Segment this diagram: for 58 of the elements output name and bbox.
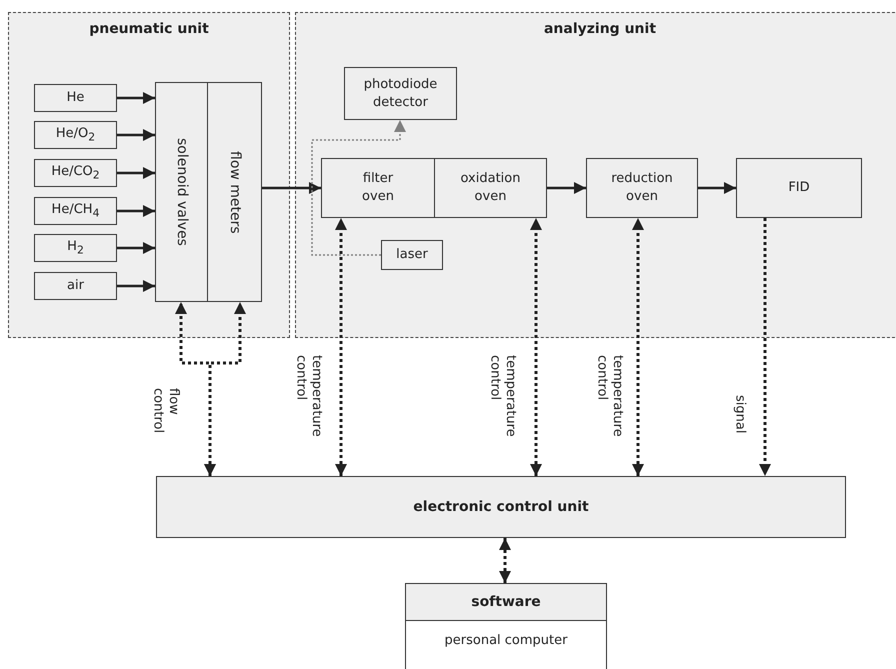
gas-box [34,159,117,187]
arrow [698,182,736,194]
box-label: laser [396,246,428,264]
box-heading: software [406,584,606,621]
unit-panel [8,12,290,338]
edge-label: temperature control [487,355,518,439]
arrow [547,182,586,194]
arrow [311,120,406,256]
box-label: He [66,89,84,107]
box-label: reduction oven [611,170,673,206]
arrow [117,242,155,254]
process-box [321,158,435,218]
double-arrow [530,218,542,476]
gas-box [34,84,117,112]
gas-box [34,234,117,262]
process-box [155,82,208,302]
edge-label: signal [732,395,748,434]
edge-label: temperature control [594,355,626,439]
arrow [759,218,771,476]
box-label: He/O$_{2}$ [56,124,96,146]
arrow [117,92,155,104]
arrow [262,182,321,194]
gas-box [34,197,117,225]
process-box [381,240,443,270]
arrow [117,205,155,217]
process-box [586,158,698,218]
arrow [117,280,155,292]
unit-panel [295,12,896,338]
box-label: FID [788,179,810,197]
edge-label: flow control [150,388,182,436]
box-label: electronic control unit [413,498,589,516]
process-box [736,158,862,218]
box-label: solenoid valves [172,138,191,246]
gas-box [34,121,117,149]
edge-label: temperature control [293,355,324,439]
box-label: flow meters [226,150,244,234]
computer-box [405,583,607,669]
double-arrow [499,538,511,583]
box-label: air [67,277,84,295]
double-arrow [204,302,246,476]
box-label: He/CO$_{2}$ [51,162,100,184]
group-title: pneumatic unit [88,21,210,37]
box-label: personal computer [444,632,568,648]
box-label: oxidation oven [460,170,522,206]
box-label: photodiode detector [362,76,438,112]
box-label: He/CH$_{4}$ [52,200,100,222]
process-box [156,476,846,538]
double-arrow [335,218,347,476]
arrow [117,129,155,141]
arrow [117,167,155,179]
gas-box [34,272,117,300]
box-label: filter oven [361,170,395,206]
box-label: H$_{2}$ [67,238,84,258]
process-box [207,82,262,302]
process-box [434,158,547,218]
group-title: analyzing unit [542,21,658,37]
double-arrow [632,218,644,476]
process-box [344,67,457,120]
